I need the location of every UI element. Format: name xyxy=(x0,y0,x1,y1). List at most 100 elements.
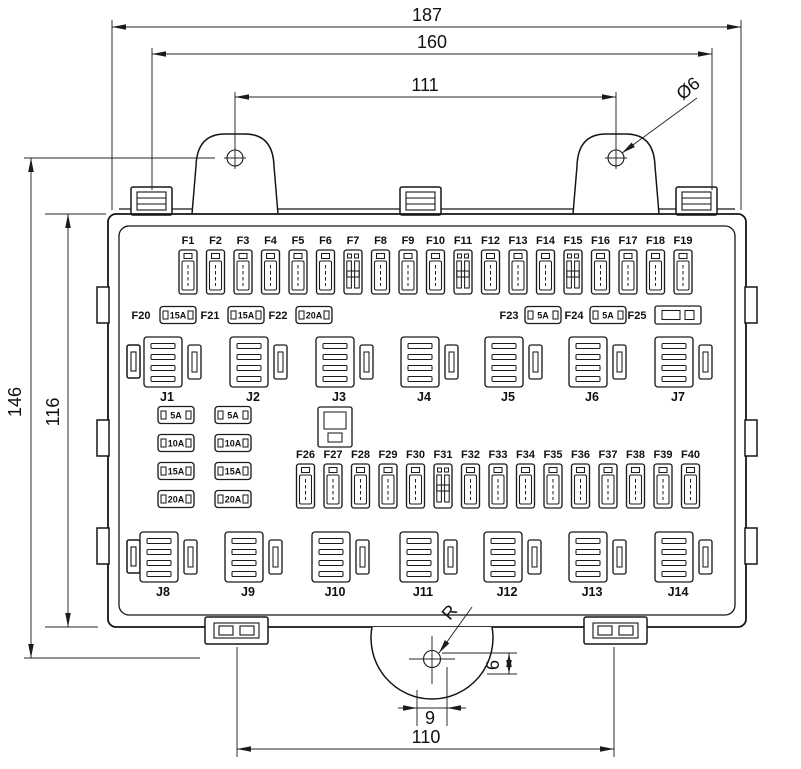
fuse-f18-label: F18 xyxy=(646,235,665,247)
bank-fuse-r4c2: 20A xyxy=(214,489,252,509)
dimensions: 187 160 111 Ø6 146 116 xyxy=(5,5,742,757)
fuse-f2-label: F2 xyxy=(209,235,222,247)
fuse-f27-label: F27 xyxy=(324,449,343,461)
top-connector-left xyxy=(130,186,173,216)
dim-boss-offset-x: 9 xyxy=(398,667,466,728)
fuse-f33: F33 xyxy=(488,449,508,509)
mini-fuse-f24-body: 5A xyxy=(589,305,627,325)
fuse-f9: F9 xyxy=(398,235,418,295)
side-tab-left xyxy=(96,419,110,457)
bottom-mount-boss xyxy=(370,626,494,700)
fuse-f28: F28 xyxy=(350,449,371,509)
fuse-f34: F34 xyxy=(515,449,536,509)
side-tab-right xyxy=(744,286,758,324)
relay-j9-label: J9 xyxy=(241,585,255,599)
fuse-f32: F32 xyxy=(460,449,481,509)
mini-fuse-f20-label: F20 xyxy=(132,310,151,322)
fuse-f2: F2 xyxy=(205,235,226,295)
relay-j4: J4 xyxy=(400,336,459,404)
bank-fuse-r2c2: 10A xyxy=(214,433,252,453)
center-connector xyxy=(317,406,353,448)
fuse-f38-label: F38 xyxy=(626,449,645,461)
dim-label-mount-span: 160 xyxy=(417,32,447,52)
fuse-f30-label: F30 xyxy=(406,449,425,461)
side-tab-left xyxy=(96,286,110,324)
fuse-f18: F18 xyxy=(645,235,666,295)
fuse-f29-label: F29 xyxy=(379,449,398,461)
mini-fuse-f22-body-rating: 20A xyxy=(306,311,323,321)
fuse-f7-label: F7 xyxy=(347,235,360,247)
side-tab-right xyxy=(744,419,758,457)
bank-fuse-r4c2-rating: 20A xyxy=(225,495,242,505)
fuse-f38: F38 xyxy=(625,449,646,509)
fuse-f39: F39 xyxy=(653,449,673,509)
relay-j14: J14 xyxy=(654,531,713,599)
fuse-f11: F11 xyxy=(453,235,473,295)
fuse-f16-label: F16 xyxy=(591,235,610,247)
foot-right xyxy=(583,616,648,645)
fuse-f36: F36 xyxy=(570,449,591,509)
fuse-box-body xyxy=(96,133,758,700)
relay-j7: J7 xyxy=(654,336,713,404)
fuse-f5: F5 xyxy=(288,235,308,295)
fuse-f27: F27 xyxy=(323,449,343,509)
fuse-f26: F26 xyxy=(295,449,316,509)
mini-fuse-f21-body: 15A xyxy=(227,305,265,325)
bank-fuse-r2c1-rating: 10A xyxy=(168,439,185,449)
mini-fuse-f22-label: F22 xyxy=(269,310,288,322)
dim-hole-span: 111 xyxy=(234,75,617,150)
mini-fuse-f23-label: F23 xyxy=(500,310,519,322)
dim-label-overall-height: 146 xyxy=(5,387,25,417)
bank-fuse-r3c1-rating: 15A xyxy=(168,467,185,477)
relay-j3-label: J3 xyxy=(332,390,346,404)
mini-fuse-f25-label: F25 xyxy=(628,310,647,322)
fuse-f14-label: F14 xyxy=(536,235,556,247)
fuse-f33-label: F33 xyxy=(489,449,508,461)
bank-fuse-r3c2-rating: 15A xyxy=(225,467,242,477)
relay-j3: J3 xyxy=(315,336,374,404)
fuse-f37: F37 xyxy=(598,449,618,509)
fuse-f19-label: F19 xyxy=(674,235,693,247)
relay-j2-label: J2 xyxy=(246,390,260,404)
relay-j6: J6 xyxy=(568,336,627,404)
bank-fuse-r3c2: 15A xyxy=(214,461,252,481)
bank-fuse-r2c1: 10A xyxy=(157,433,195,453)
fuse-f9-label: F9 xyxy=(402,235,415,247)
fuse-f5-label: F5 xyxy=(292,235,305,247)
fuse-f40: F40 xyxy=(680,449,701,509)
side-tab-right xyxy=(744,527,758,565)
bank-fuse-r2c2-rating: 10A xyxy=(225,439,242,449)
fuse-f6-label: F6 xyxy=(319,235,332,247)
dim-label-boss-offset-x: 9 xyxy=(425,708,435,728)
fuse-f17: F17 xyxy=(618,235,638,295)
fuse-f7: F7 xyxy=(343,235,363,295)
relay-j1-label: J1 xyxy=(160,390,174,404)
mini-fuse-f22: F22 20A xyxy=(269,305,333,325)
relay-j4-label: J4 xyxy=(417,390,431,404)
fuse-f35-label: F35 xyxy=(544,449,563,461)
fuse-f29: F29 xyxy=(378,449,398,509)
bank-fuse-r4c1: 20A xyxy=(157,489,195,509)
dim-label-body-height: 116 xyxy=(43,398,63,427)
bank-fuse-r1c2: 5A xyxy=(214,405,252,425)
fuse-f14: F14 xyxy=(535,235,556,295)
mini-fuse-f24-body-rating: 5A xyxy=(602,311,614,321)
fuse-f19: F19 xyxy=(673,235,693,295)
dim-label-overall-width: 187 xyxy=(412,5,442,25)
fuse-f31-label: F31 xyxy=(434,449,453,461)
fuse-f1-label: F1 xyxy=(182,235,195,247)
relay-j12-label: J12 xyxy=(497,585,518,599)
fuse-f12-label: F12 xyxy=(481,235,500,247)
dim-overall-height: 146 xyxy=(5,157,215,659)
fuse-f28-label: F28 xyxy=(351,449,370,461)
mini-fuse-f21-body-rating: 15A xyxy=(238,311,255,321)
bank-fuse-r1c1: 5A xyxy=(157,405,195,425)
fuse-f30: F30 xyxy=(405,449,426,509)
fuse-f3-label: F3 xyxy=(237,235,250,247)
relay-j11: J11 xyxy=(399,531,458,599)
relay-j10: J10 xyxy=(311,531,370,599)
dim-body-height: 116 xyxy=(43,213,106,628)
